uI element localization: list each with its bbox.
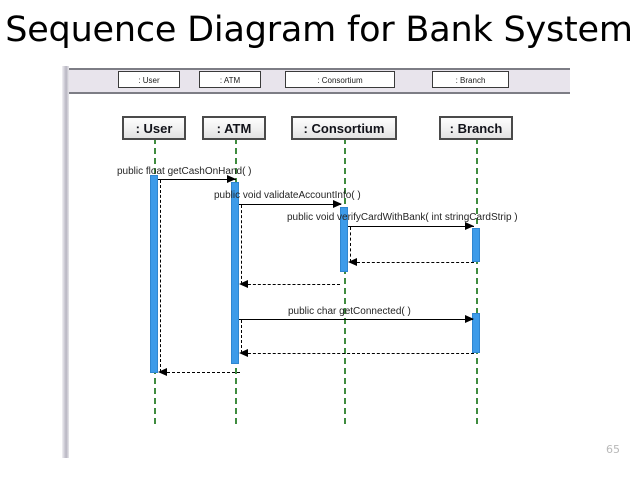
message-line-validate-account-info [239, 204, 341, 205]
participant-box-consortium[interactable]: : Consortium [291, 116, 397, 140]
return-arrowhead-consortium-to-atm [239, 280, 248, 288]
return-arrowhead-branch-to-atm [239, 349, 248, 357]
activation-bar-branch-2 [472, 313, 480, 353]
message-arrowhead-get-connected [465, 315, 474, 323]
header-box-branch[interactable]: : Branch [432, 71, 509, 88]
message-arrowhead-get-cash-on-hand [227, 175, 236, 183]
message-label-get-connected: public char getConnected( ) [288, 306, 411, 317]
message-line-get-cash-on-hand [158, 179, 236, 180]
page-number: 65 [606, 443, 620, 456]
activation-bar-consortium [340, 207, 348, 272]
message-label-verify-card-with-bank: public void verifyCardWithBank( int stri… [287, 212, 518, 223]
participant-box-atm[interactable]: : ATM [202, 116, 266, 140]
message-label-validate-account-info: public void validateAccountInfo( ) [214, 190, 361, 201]
header-box-user[interactable]: : User [118, 71, 180, 88]
lifeline-branch [476, 118, 478, 424]
message-arrowhead-validate-account-info [333, 200, 342, 208]
diagram-scrollbar[interactable] [62, 66, 69, 458]
return-arrowhead-branch-to-consortium [348, 258, 357, 266]
return-arrowhead-atm-to-user [158, 368, 167, 376]
activation-bar-atm [231, 182, 239, 364]
message-arrowhead-verify-card-with-bank [465, 222, 474, 230]
participant-box-user[interactable]: : User [122, 116, 186, 140]
page-title: Sequence Diagram for Bank System [5, 10, 633, 50]
return-stub-atm-2 [241, 320, 242, 353]
return-stub-user [160, 180, 161, 372]
return-line-branch-to-consortium [352, 262, 474, 263]
return-stub-atm-1 [241, 205, 242, 284]
message-label-get-cash-on-hand: public float getCashOnHand( ) [117, 166, 252, 177]
return-line-atm-to-user [162, 372, 240, 373]
return-line-consortium-to-atm [243, 284, 340, 285]
activation-bar-branch-1 [472, 228, 480, 262]
header-box-atm[interactable]: : ATM [199, 71, 261, 88]
diagram-canvas: : User : ATM : Consortium : Branch : Use… [69, 71, 570, 458]
message-line-verify-card-with-bank [348, 226, 474, 227]
activation-bar-user [150, 175, 158, 373]
return-line-branch-to-atm [243, 353, 474, 354]
sequence-diagram-frame: : User : ATM : Consortium : Branch : Use… [62, 66, 570, 458]
header-box-consortium[interactable]: : Consortium [285, 71, 395, 88]
return-stub-consortium [350, 227, 351, 262]
participant-box-branch[interactable]: : Branch [439, 116, 513, 140]
message-line-get-connected [239, 319, 473, 320]
